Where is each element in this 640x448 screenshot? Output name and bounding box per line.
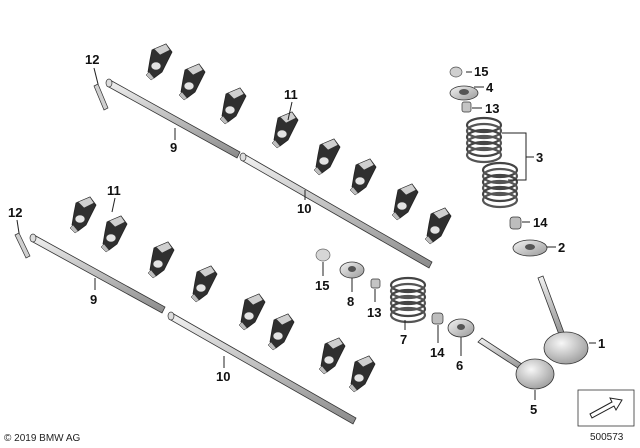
callout-11-top: 11 bbox=[284, 87, 298, 102]
callout-14-bottom: 14 bbox=[430, 345, 445, 360]
valve-stem-seal-14-bottom bbox=[431, 312, 444, 325]
rocker-shaft-10-top bbox=[239, 152, 433, 269]
valve-5 bbox=[477, 337, 555, 390]
rocker-shaft-9-bottom bbox=[29, 233, 166, 314]
pin-12-bottom bbox=[14, 232, 31, 259]
callout-labels: 12 9 11 10 12 11 9 10 15 4 13 3 14 2 1 5… bbox=[8, 52, 605, 417]
spring-seat-2 bbox=[512, 239, 548, 257]
valve-stem-seal-14-top bbox=[509, 216, 522, 230]
leader-lines bbox=[16, 67, 596, 400]
callout-8: 8 bbox=[347, 294, 354, 309]
valve-spring-7 bbox=[389, 276, 427, 324]
callout-2: 2 bbox=[558, 240, 565, 255]
callout-10-bottom: 10 bbox=[216, 369, 230, 384]
spring-retainer-4 bbox=[449, 85, 479, 101]
callout-9-top: 9 bbox=[170, 140, 177, 155]
rocker-shaft-10-bottom bbox=[167, 311, 357, 425]
pin-12-top bbox=[93, 83, 109, 111]
spring-seat-6 bbox=[447, 318, 475, 338]
callout-7: 7 bbox=[400, 332, 407, 347]
valve-keeper-13-top bbox=[461, 101, 472, 113]
valve-keeper-13-bottom bbox=[370, 278, 381, 289]
callout-10-top: 10 bbox=[297, 201, 311, 216]
callout-15-bottom: 15 bbox=[315, 278, 329, 293]
valve-springs-3 bbox=[465, 116, 519, 209]
rocker-shaft-9-top bbox=[105, 78, 241, 159]
valve-1 bbox=[537, 275, 589, 365]
callout-11-bottom: 11 bbox=[107, 183, 121, 198]
copyright-text: © 2019 BMW AG bbox=[4, 433, 81, 444]
callout-9-bottom: 9 bbox=[90, 292, 97, 307]
callout-12-bottom: 12 bbox=[8, 205, 22, 220]
valve-cap-15-top bbox=[449, 66, 463, 78]
callout-12-top: 12 bbox=[85, 52, 99, 67]
callout-13-bottom: 13 bbox=[367, 305, 381, 320]
callout-3: 3 bbox=[536, 150, 543, 165]
callout-6: 6 bbox=[456, 358, 463, 373]
callout-5: 5 bbox=[530, 402, 537, 417]
callout-15-top: 15 bbox=[474, 64, 488, 79]
rocker-arms-bottom bbox=[69, 196, 376, 393]
diagram-number: 500573 bbox=[590, 432, 624, 443]
callout-13-top: 13 bbox=[485, 101, 499, 116]
callout-4: 4 bbox=[486, 80, 494, 95]
callout-14-top: 14 bbox=[533, 215, 548, 230]
valve-cap-15-bottom bbox=[315, 248, 331, 262]
callout-1: 1 bbox=[598, 336, 605, 351]
direction-arrow-icon bbox=[577, 389, 635, 427]
spring-retainer-8 bbox=[339, 261, 365, 279]
